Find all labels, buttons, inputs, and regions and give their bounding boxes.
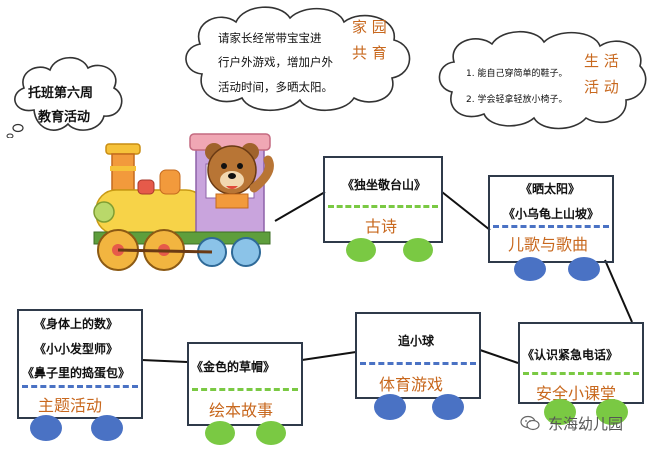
cloud-shape: [438, 31, 647, 130]
car-picture-book: [187, 342, 303, 426]
home-garden-cloud: 家 园 共 育 请家长经常带宝宝进 行户外游戏，增加户外 活动时间，多晒太阳。: [178, 2, 420, 118]
picture-book-divider: [192, 388, 298, 391]
cloud-shape: [6, 56, 123, 139]
safety-item-1: 《认识紧急电话》: [522, 348, 619, 362]
sports-category: 体育游戏: [379, 375, 444, 394]
poem-item-1: 《独坐敬台山》: [342, 178, 427, 192]
songs-divider: [493, 225, 609, 228]
sports-wheel-left: [374, 394, 406, 420]
train-engine-illustration: [93, 133, 274, 271]
life-activity-cloud: 生 活 活 动 1. 能自己穿简单的鞋子。 2. 学会轻拿轻放小椅子。: [432, 24, 648, 134]
title-line-1: 托班第六周: [28, 86, 94, 101]
home-garden-text-3: 活动时间，多晒太阳。: [218, 80, 333, 94]
poem-wheel-right: [403, 238, 433, 262]
home-garden-heading-2: 共 育: [352, 44, 387, 62]
car-poem: [323, 156, 443, 243]
songs-wheel-left: [514, 257, 546, 281]
picture-book-category: 绘本故事: [209, 401, 274, 420]
life-activity-item-2: 2. 学会轻拿轻放小椅子。: [466, 95, 568, 105]
home-garden-text-1: 请家长经常带宝宝进: [218, 31, 322, 45]
theme-item-2: 《小小发型师》: [34, 342, 119, 356]
link-poem-songs: [441, 191, 491, 231]
car-safety: [518, 322, 644, 404]
link-safety-sports: [479, 349, 519, 364]
theme-wheel-left: [30, 415, 62, 441]
home-garden-text-2: 行户外游戏，增加户外: [218, 55, 333, 69]
life-activity-heading-2: 活 动: [584, 78, 619, 96]
poem-wheel-left: [346, 238, 376, 262]
poem-category: 古诗: [365, 217, 398, 236]
songs-category: 儿歌与歌曲: [508, 235, 589, 254]
car-songs: [488, 175, 614, 263]
theme-category: 主题活动: [38, 396, 103, 415]
safety-divider: [523, 372, 639, 375]
link-book-theme: [141, 359, 188, 363]
safety-wheel-left: [544, 399, 576, 425]
theme-item-1: 《身体上的数》: [34, 317, 119, 331]
sports-item-1: 追小球: [398, 334, 435, 348]
link-songs-safety: [604, 259, 633, 323]
poem-divider: [328, 205, 438, 208]
picture-book-wheel-left: [205, 421, 235, 445]
life-activity-heading-1: 生 活: [584, 52, 619, 70]
watermark-text: 东海幼儿园: [548, 415, 624, 433]
cloud-shape: [185, 6, 411, 111]
life-activity-item-1: 1. 能自己穿简单的鞋子。: [466, 69, 568, 79]
link-sports-book: [301, 351, 357, 361]
sports-wheel-right: [432, 394, 464, 420]
safety-wheel-right: [596, 399, 628, 425]
theme-divider: [22, 385, 138, 388]
theme-item-3: 《鼻子里的捣蛋包》: [22, 366, 131, 380]
safety-category: 安全小课堂: [536, 384, 617, 403]
link-engine-poem: [274, 191, 326, 222]
home-garden-heading-1: 家 园: [352, 18, 387, 36]
car-sports: [355, 312, 481, 399]
songs-wheel-right: [568, 257, 600, 281]
songs-item-1: 《晒太阳》: [520, 182, 581, 196]
car-theme: [17, 309, 143, 419]
picture-book-wheel-right: [256, 421, 286, 445]
title-line-2: 教育活动: [38, 110, 91, 125]
theme-wheel-right: [91, 415, 123, 441]
title-cloud: 托班第六周 教育活动: [4, 48, 130, 139]
songs-item-2: 《小乌龟上山坡》: [503, 207, 600, 221]
wechat-icon: [520, 414, 540, 432]
sports-divider: [360, 362, 476, 365]
picture-book-item-1: 《金色的草帽》: [191, 360, 276, 374]
